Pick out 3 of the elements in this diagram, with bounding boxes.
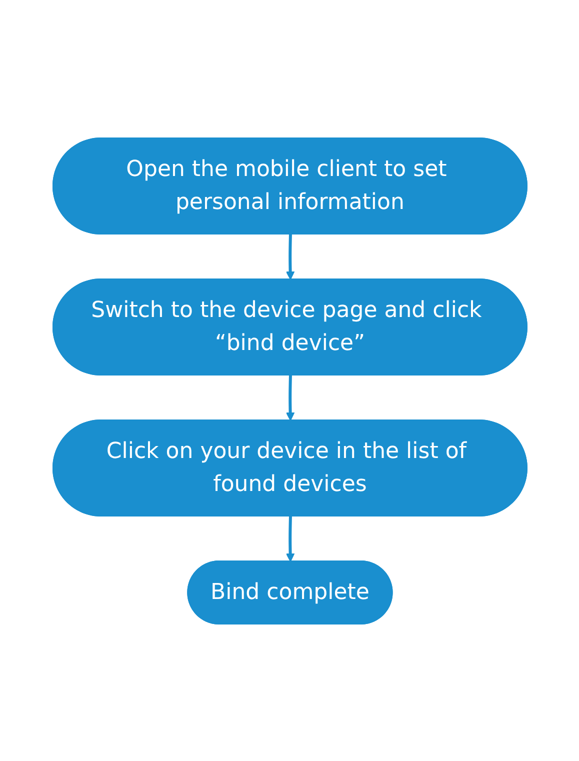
arrow	[285, 516, 294, 562]
arrow	[285, 374, 294, 420]
arrow	[285, 234, 294, 280]
